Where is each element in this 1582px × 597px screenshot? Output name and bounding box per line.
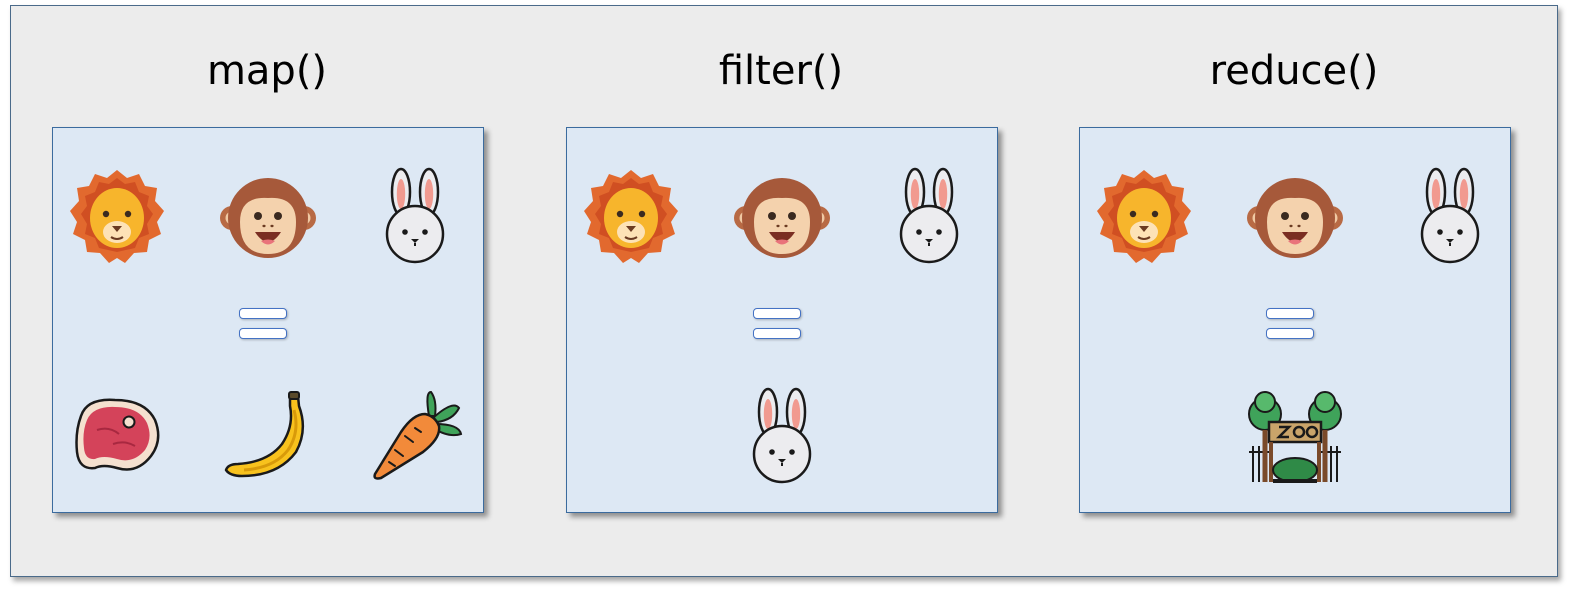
carrot-icon (365, 386, 465, 486)
rabbit-icon (732, 386, 832, 486)
panel-map (52, 127, 484, 513)
monkey-icon (1245, 166, 1345, 266)
steak-icon (67, 386, 167, 486)
banana-icon (218, 386, 318, 486)
panel-title-filter: filter() (718, 48, 844, 94)
equals-icon (753, 308, 801, 344)
panel-title-reduce: reduce() (1209, 48, 1379, 94)
panel-filter (566, 127, 998, 513)
equals-icon (239, 308, 287, 344)
rabbit-icon (1400, 166, 1500, 266)
diagram-frame: map() filter() reduce() (10, 5, 1558, 577)
zoo-icon (1245, 386, 1345, 486)
monkey-icon (218, 166, 318, 266)
rabbit-icon (365, 166, 465, 266)
equals-icon (1266, 308, 1314, 344)
panel-title-map: map() (206, 48, 328, 94)
panel-reduce (1079, 127, 1511, 513)
monkey-icon (732, 166, 832, 266)
lion-icon (581, 166, 681, 266)
rabbit-icon (879, 166, 979, 266)
lion-icon (67, 166, 167, 266)
lion-icon (1094, 166, 1194, 266)
